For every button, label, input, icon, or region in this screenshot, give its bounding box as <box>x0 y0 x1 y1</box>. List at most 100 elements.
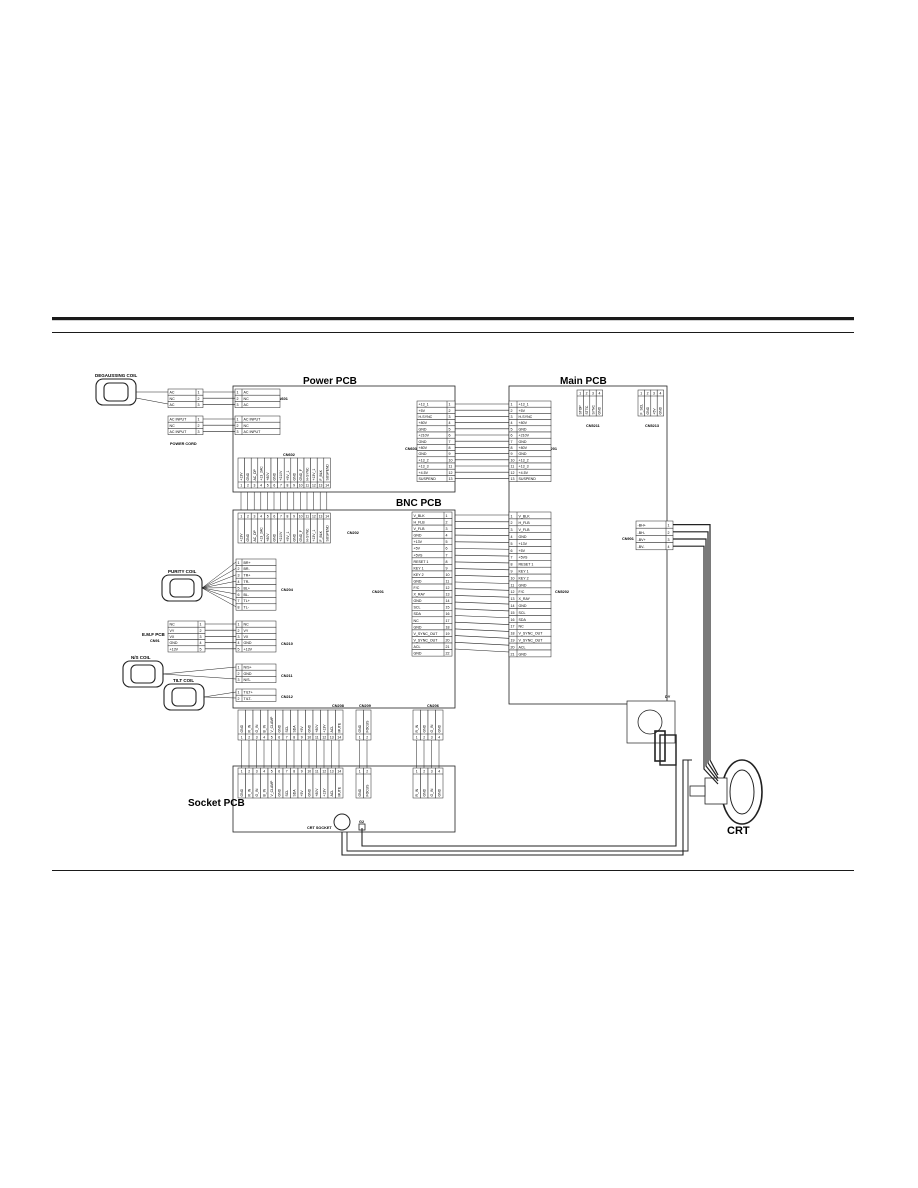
pin-number: 3 <box>237 430 239 434</box>
pin-cell <box>508 525 552 533</box>
pin-cell <box>508 553 552 561</box>
pin-number: 1 <box>449 403 451 407</box>
pin-number: 2 <box>446 521 448 525</box>
pin-label: +5V <box>419 409 426 413</box>
pin-label: GND <box>519 583 527 587</box>
pin-number: 1 <box>416 770 418 774</box>
pin-label: GND <box>246 533 250 541</box>
pin-number: 9 <box>293 484 295 488</box>
pin-label: H-SYNC <box>306 467 310 481</box>
wire <box>203 696 237 699</box>
pin-number: 1 <box>241 770 243 774</box>
pin-label: +80V <box>266 533 270 542</box>
pin-number: 4 <box>446 534 448 538</box>
pin-number: 14 <box>325 515 329 519</box>
pin-label: +210V <box>419 434 430 438</box>
pin-label: V_SYNC_OUT <box>414 632 439 636</box>
dy-ring <box>637 709 663 735</box>
pin-label: SUSPEND <box>519 477 537 481</box>
pin-number: 2 <box>237 397 239 401</box>
pin-number: 6 <box>278 736 280 740</box>
pin-number: 4 <box>260 484 262 488</box>
pin-number: 8 <box>287 515 289 519</box>
pin-number: 5 <box>449 427 451 431</box>
wire <box>454 568 510 571</box>
cn901-label: CN901 <box>622 537 634 541</box>
pin-number: 1 <box>200 623 202 627</box>
pin-number: 12 <box>511 590 515 594</box>
pin-number: 5 <box>238 647 240 651</box>
pin-label: GND <box>423 724 427 732</box>
pin-number: 7 <box>449 440 451 444</box>
wire <box>454 601 510 605</box>
pin-number: 2 <box>200 629 202 633</box>
pin-number: 1 <box>241 736 243 740</box>
pin-label: MUTE <box>338 722 342 732</box>
pin-number: 2 <box>247 515 249 519</box>
pin-number: 2 <box>247 484 249 488</box>
pin-label: +210V <box>279 470 283 481</box>
pin-number: 12 <box>312 515 316 519</box>
wire <box>135 397 169 405</box>
pin-number: 9 <box>511 452 513 456</box>
pin-number: 7 <box>280 484 282 488</box>
pin-label: +5V_1 <box>286 470 290 480</box>
pin-label: GND <box>170 641 178 645</box>
wire <box>162 673 237 680</box>
pin-label: N/S+ <box>244 666 252 670</box>
cn209-label: CN209 <box>359 704 371 708</box>
pin-label: NC <box>244 623 250 627</box>
pin-label: +5VS <box>414 553 423 557</box>
pin-number: 13 <box>330 736 334 740</box>
pin-number: 1 <box>238 691 240 695</box>
pin-number: 2 <box>366 770 368 774</box>
pin-label: GND <box>414 625 422 629</box>
pin-label: F_BLK <box>319 469 323 480</box>
emf-pcb-connector-label: CN91 <box>150 639 160 643</box>
pin-group-cn201: 1V_BLK2H_FLB3V_FLB4GND5+13V6+5V7+5VS8RES… <box>411 511 453 657</box>
pin-label: +4.5V <box>519 471 529 475</box>
pin-label: SYNC <box>591 405 595 415</box>
pin-number: 18 <box>511 632 515 636</box>
pin-number: 9 <box>511 570 513 574</box>
cn206-label: CN206 <box>427 704 439 708</box>
pin-label: +13V_1 <box>312 530 316 542</box>
pin-number: 4 <box>668 545 670 549</box>
pin-label: +5V <box>519 409 526 413</box>
pin-label: +5V <box>519 549 526 553</box>
pin-label: GND <box>519 652 527 656</box>
pin-number: 3 <box>200 635 202 639</box>
pin-label: GND <box>414 579 422 583</box>
pin-number: 11 <box>511 583 515 587</box>
pin-label: R_IN <box>415 724 419 732</box>
yoke-wire <box>673 531 719 779</box>
pin-label: KEY 1 <box>519 570 529 574</box>
pin-label: KEY 2 <box>519 576 529 580</box>
pin-cell <box>508 608 552 616</box>
pin-number: 1 <box>359 736 361 740</box>
pin-number: 3 <box>431 770 433 774</box>
pin-label: X_RAY <box>519 597 531 601</box>
cn204-label: CN204 <box>281 588 294 592</box>
pin-label: BR+ <box>244 561 251 565</box>
pin-cell <box>323 457 331 489</box>
pin-number: 1 <box>238 561 240 565</box>
crt-socket-label: CRT SOCKET <box>307 826 332 830</box>
pin-label: NC <box>414 619 420 623</box>
pin-label: GND <box>519 452 527 456</box>
pin-number: 2 <box>449 409 451 413</box>
pin-label: +80V <box>315 724 319 733</box>
pin-number: 13 <box>446 593 450 597</box>
pin-cell <box>508 649 552 658</box>
pin-number: 6 <box>273 515 275 519</box>
wire <box>454 581 510 584</box>
pin-label: SCL <box>285 726 289 733</box>
pin-number: 7 <box>238 599 240 603</box>
pin-number: 2 <box>423 770 425 774</box>
pin-number: 1 <box>359 770 361 774</box>
dy-block <box>626 700 676 744</box>
